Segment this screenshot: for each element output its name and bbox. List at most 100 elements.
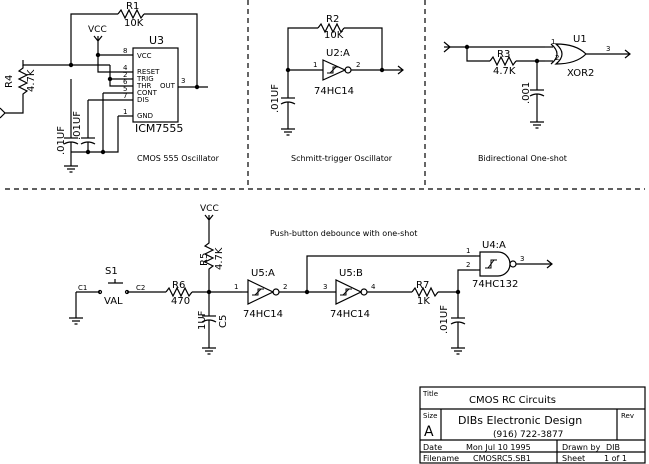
u4-part: 74HC132 (472, 279, 518, 290)
c5-value: 1UF (197, 310, 208, 330)
ground-symbol-schmitt (281, 125, 295, 136)
u1-ref: U1 (573, 34, 587, 45)
drawn-value: DIB (606, 443, 620, 452)
u3-pin-vcc: VCC (137, 52, 152, 60)
u5a-ref: U5:A (251, 268, 275, 279)
input-arrow-oneshot (443, 41, 451, 53)
cmos-555-oscillator: R1 10K VCC U3 ICM7555 VCC RESET TRIG THR… (0, 1, 220, 173)
debounce-vcc-arrow (204, 214, 214, 221)
caption-555: CMOS 555 Oscillator (137, 154, 220, 163)
r4-value: 4.7K (26, 69, 37, 92)
r7-value: 1K (417, 296, 430, 307)
ground-symbol-oneshot (530, 118, 544, 129)
input-arrow-symbol (0, 107, 24, 119)
bidirectional-one-shot: R3 4.7K U1 1 2 3 XOR2 .001 Bidirectional… (443, 34, 631, 163)
u5b-pin4: 4 (371, 283, 376, 291)
c2-label: C2 (136, 284, 145, 292)
u3-pinnum-gnd: 1 (123, 108, 127, 116)
u3-pin-dis: DIS (137, 96, 149, 104)
section-dividers (5, 0, 645, 190)
filename-value: CMOSRC5.SB1 (473, 454, 531, 463)
title-value: CMOS RC Circuits (469, 395, 556, 406)
debounce-cap-value: .01UF (439, 305, 450, 334)
sheet-value: 1 of 1 (604, 454, 627, 463)
c-a-value: .01UF (56, 126, 67, 155)
u3-pinnum-vcc: 8 (123, 47, 127, 55)
r7-resistor-symbol (411, 286, 439, 298)
sheet-label: Sheet (562, 454, 585, 463)
ground-symbol-debounce-cap (451, 345, 465, 355)
output-arrow-oneshot (624, 49, 631, 59)
r2-value: 10K (324, 30, 344, 41)
r6-value: 470 (171, 296, 190, 307)
caption-oneshot: Bidirectional One-shot (478, 154, 567, 163)
r1-value: 10K (124, 18, 144, 29)
u5b-inverter-symbol (335, 279, 363, 305)
u3-pinnum-trig: 2 (123, 71, 127, 79)
u1-xor-symbol (554, 43, 587, 65)
date-label: Date (423, 443, 442, 452)
u5a-part: 74HC14 (243, 309, 283, 320)
ground-symbol-switch (69, 315, 83, 325)
u2-pin-out: 2 (356, 61, 360, 69)
u3-ic-body (132, 47, 179, 123)
r4-ref: R4 (4, 75, 15, 88)
ground-symbol-555 (64, 160, 78, 173)
s1-ref: S1 (105, 266, 118, 277)
u3-pin-gnd: GND (137, 112, 153, 120)
u3-pinnum-thr: 6 (123, 78, 128, 86)
r3-ref: R3 (497, 49, 510, 60)
r5-ref: R5 (199, 253, 210, 266)
r6-resistor-symbol (165, 286, 193, 298)
u3-ref: U3 (149, 34, 164, 47)
r2-resistor-symbol (317, 22, 345, 34)
r6-ref: R6 (172, 280, 185, 291)
r7-ref: R7 (416, 280, 429, 291)
oneshot-cap-value: .001 (521, 82, 532, 104)
u2-part: 74HC14 (314, 86, 354, 97)
u3-pinnum-cont: 5 (123, 85, 127, 93)
c5-ref: C5 (218, 315, 229, 328)
s1-value: VAL (104, 296, 123, 307)
u2-pin-in: 1 (313, 61, 317, 69)
u4-pin1: 1 (466, 247, 470, 255)
r2-ref: R2 (326, 14, 339, 25)
company-phone: (916) 722-3877 (493, 430, 563, 440)
u3-pin-cont: CONT (137, 89, 158, 97)
u3-part: ICM7555 (135, 122, 183, 135)
output-arrow-schmitt (397, 65, 404, 75)
c1-label: C1 (78, 284, 87, 292)
u2-ref: U2:A (326, 48, 350, 59)
u1-part: XOR2 (567, 68, 594, 79)
u3-pinnum-reset: 4 (123, 64, 128, 72)
r3-value: 4.7K (493, 66, 516, 77)
r5-value: 4.7K (214, 247, 225, 270)
size-value: A (424, 424, 434, 440)
title-label: Title (422, 390, 438, 398)
u5b-part: 74HC14 (330, 309, 370, 320)
company-name: DIBs Electronic Design (458, 414, 582, 427)
date-value: Mon Jul 10 1995 (466, 443, 531, 452)
push-button-debounce: Push-button debounce with one-shot VCC R… (69, 204, 553, 355)
u5b-pin3: 3 (323, 283, 327, 291)
debounce-title: Push-button debounce with one-shot (270, 229, 417, 238)
u1-pin3: 3 (606, 45, 610, 53)
u3-pin-out: OUT (160, 82, 176, 90)
u3-pin-trig: TRIG (136, 75, 154, 83)
filename-label: Filename (423, 454, 459, 463)
rev-label: Rev (621, 412, 634, 420)
u5a-pin1: 1 (234, 283, 238, 291)
r1-ref: R1 (126, 1, 139, 12)
r1-resistor-symbol (117, 8, 145, 20)
c-b-value: .01UF (72, 111, 83, 140)
u4-pin3: 3 (520, 255, 524, 263)
u4-pin2: 2 (466, 261, 470, 269)
debounce-vcc-label: VCC (200, 204, 219, 214)
u3-pin-thr: THR (136, 82, 152, 90)
drawn-label: Drawn by (562, 443, 601, 452)
vcc-arrow-symbol (93, 35, 103, 42)
u3-pinnum-dis: 7 (123, 92, 127, 100)
vcc-label: VCC (88, 25, 107, 35)
r3-resistor-symbol (489, 55, 517, 67)
